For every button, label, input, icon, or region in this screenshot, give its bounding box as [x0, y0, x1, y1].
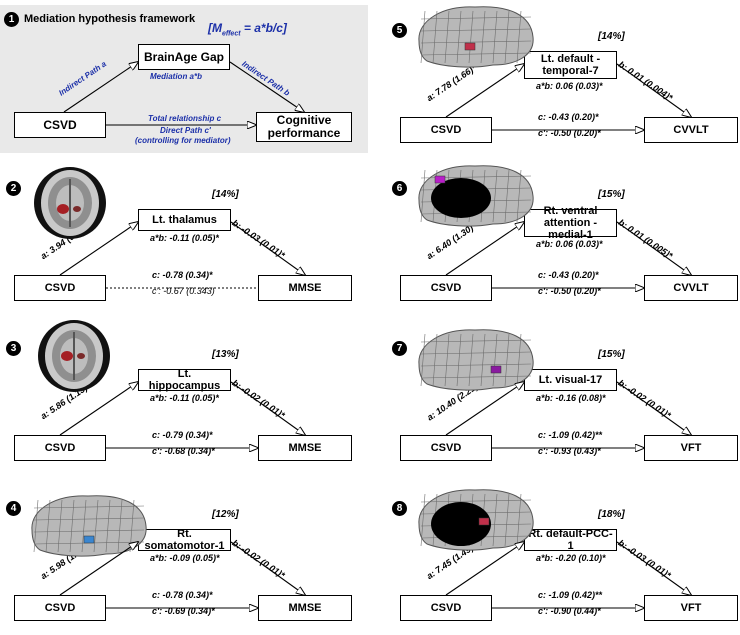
panel-4-c-label: c: -0.78 (0.34)* [152, 590, 213, 600]
panel-6-ab-label: a*b: 0.06 (0.03)* [536, 239, 603, 249]
framework-title: Mediation hypothesis framework [24, 13, 196, 25]
panel-3-percent: [13%] [212, 349, 239, 360]
total-relationship-label: Total relationship c [148, 114, 222, 123]
panel-2-ab-label: a*b: -0.11 (0.05)* [150, 233, 219, 243]
badge-2: 2 [6, 181, 21, 196]
panel-4-ab-label: a*b: -0.09 (0.05)* [150, 553, 220, 563]
framework-mediator-box: BrainAge Gap [138, 44, 230, 70]
panel-7-c-prime-label: c': -0.93 (0.43)* [538, 446, 601, 456]
badge-4: 4 [6, 501, 21, 516]
mediation-label: Mediation a*b [150, 72, 203, 81]
panel-7-y-box: VFT [644, 435, 738, 461]
panel-6-c-label: c: -0.43 (0.20)* [538, 270, 599, 280]
direct-path-label: Direct Path c' [160, 126, 211, 135]
framework-y-box: Cognitive performance [256, 112, 352, 142]
framework-path-b [229, 61, 304, 112]
panel-2-mediator-box: Lt. thalamus [138, 209, 231, 231]
cortex-default-temporal-image [418, 6, 534, 68]
brain-axial-hippocampus-image [38, 320, 110, 392]
panel-8-c-prime-label: c': -0.90 (0.44)* [538, 606, 601, 616]
badge-7: 7 [392, 341, 407, 356]
framework-path-a [63, 62, 138, 113]
panel-5-path-b-arrow [616, 63, 691, 117]
panel-6-path-b-arrow [616, 221, 691, 275]
panel-3-c-prime-label: c': -0.68 (0.34)* [152, 446, 215, 456]
panel-6-y-box: CVVLT [644, 275, 738, 301]
formula-prefix: [M [208, 21, 222, 35]
panel-5-c-label: c: -0.43 (0.20)* [538, 112, 599, 122]
panel-4-y-box: MMSE [258, 595, 352, 621]
panel-6-percent: [15%] [598, 189, 625, 200]
panel-4-x-box: CSVD [14, 595, 106, 621]
controlling-label: (controlling for mediator) [135, 136, 231, 145]
panel-4-percent: [12%] [212, 509, 239, 520]
cortex-visual-image [418, 329, 534, 391]
panel-3-mediator-box: Lt. hippocampus [138, 368, 231, 392]
panel-8-percent: [18%] [598, 509, 625, 520]
panel-6-x-box: CSVD [400, 275, 492, 301]
panel-5-ab-label: a*b: 0.06 (0.03)* [536, 81, 603, 91]
panel-7-mediator-box: Lt. visual-17 [524, 369, 617, 391]
panel-5-percent: [14%] [598, 31, 625, 42]
panel-7-x-box: CSVD [400, 435, 492, 461]
panel-8-path-a-arrow [445, 542, 524, 596]
formula-subscript: effect [222, 30, 241, 38]
panel-2-c-prime-label: c': -0.67 (0.343) [152, 286, 215, 296]
badge-3: 3 [6, 341, 21, 356]
panel-8-path-b-arrow [616, 541, 691, 595]
panel-5-path-a-arrow [445, 64, 524, 118]
panel-4-path-b-arrow [230, 541, 305, 595]
panel-3-x-box: CSVD [14, 435, 106, 461]
panel-8-c-label: c: -1.09 (0.42)** [538, 590, 603, 600]
panel-8-mediator-box: Rt. default-PCC-1 [524, 528, 617, 552]
panel-5-y-box: CVVLT [644, 117, 738, 143]
panel-2-path-a-arrow [59, 222, 138, 276]
brain-axial-thalamus-image [34, 167, 106, 239]
panel-7-percent: [15%] [598, 349, 625, 360]
panel-2-x-box: CSVD [14, 275, 106, 301]
panel-3-path-b-arrow [230, 381, 305, 435]
panel-5-c-prime-label: c': -0.50 (0.20)* [538, 128, 601, 138]
panel-2-y-box: MMSE [258, 275, 352, 301]
cortex-somatomotor-image [31, 495, 147, 557]
framework-x-box: CSVD [14, 112, 106, 138]
panel-2-c-label: c: -0.78 (0.34)* [152, 270, 213, 280]
panel-7-c-label: c: -1.09 (0.42)** [538, 430, 603, 440]
panel-4-c-prime-label: c': -0.69 (0.34)* [152, 606, 215, 616]
panel-7-ab-label: a*b: -0.16 (0.08)* [536, 393, 606, 403]
panel-5-mediator-box: Lt. default -temporal-7 [524, 51, 617, 79]
badge-5: 5 [392, 23, 407, 38]
panel-7-path-b-arrow [616, 381, 691, 435]
panel-2-percent: [14%] [212, 189, 239, 200]
effect-formula: [Meffect = a*b/c] [208, 21, 287, 37]
formula-suffix: = a*b/c] [240, 21, 287, 35]
panel-3-y-box: MMSE [258, 435, 352, 461]
panel-3-path-a-arrow [59, 382, 138, 436]
panel-6-c-prime-label: c': -0.50 (0.20)* [538, 286, 601, 296]
badge-1: 1 [4, 12, 19, 27]
cortex-default-pcc-image [418, 489, 534, 551]
panel-8-x-box: CSVD [400, 595, 492, 621]
panel-4-mediator-box: Rt. somatomotor-1 [138, 528, 231, 552]
panel-7-path-a-arrow [445, 382, 524, 436]
panel-6-path-a-arrow [445, 222, 524, 276]
panel-3-c-label: c: -0.79 (0.34)* [152, 430, 213, 440]
panel-5-x-box: CSVD [400, 117, 492, 143]
cortex-ventral-attention-image [418, 165, 534, 227]
badge-6: 6 [392, 181, 407, 196]
badge-8: 8 [392, 501, 407, 516]
panel-8-y-box: VFT [644, 595, 738, 621]
panel-3-ab-label: a*b: -0.11 (0.05)* [150, 393, 219, 403]
panel-8-ab-label: a*b: -0.20 (0.10)* [536, 553, 606, 563]
panel-4-path-a-arrow [59, 542, 138, 596]
panel-2-path-b-arrow [230, 221, 305, 275]
